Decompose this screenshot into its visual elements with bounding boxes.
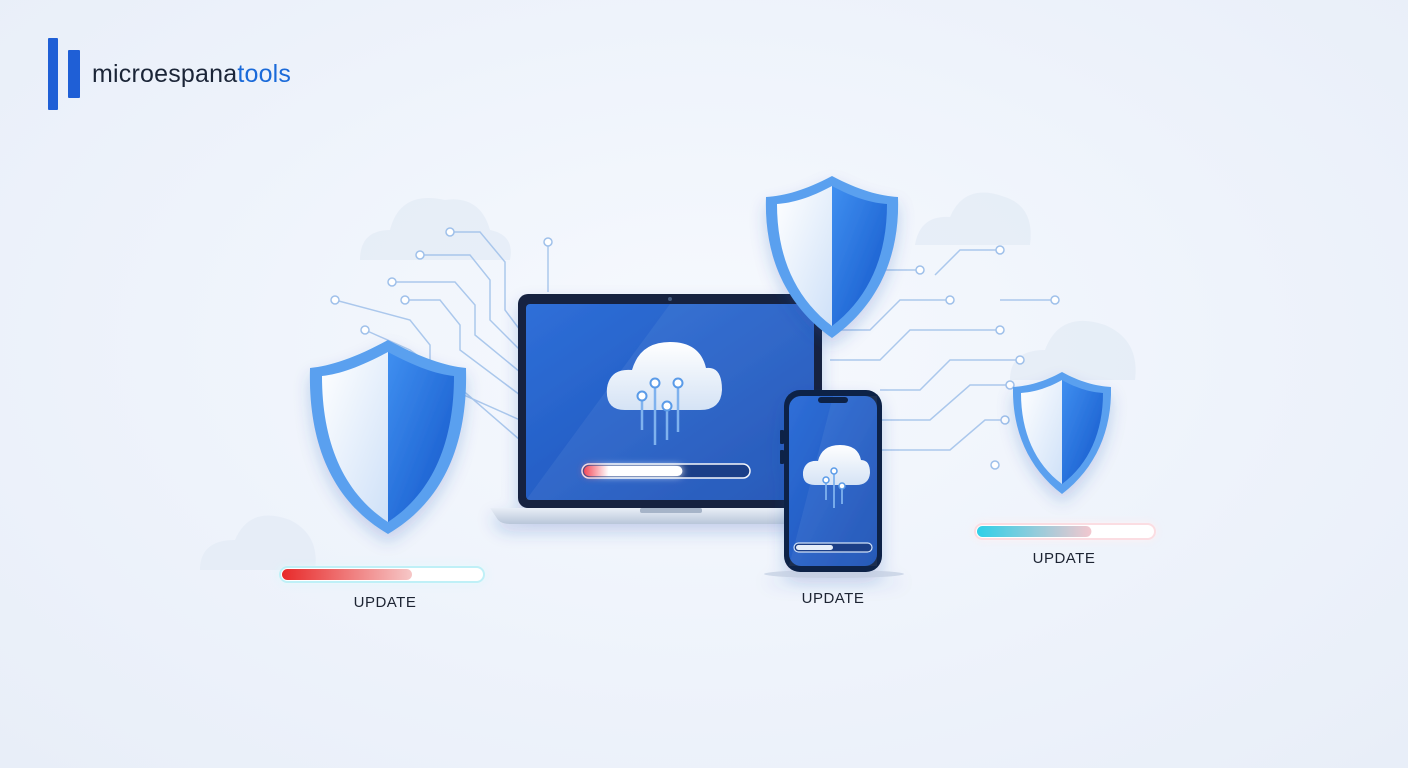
brand-name-main: microespana [92, 59, 238, 88]
phone-progress-bar [793, 542, 873, 553]
update-label-left: UPDATE [353, 594, 417, 611]
brand-logo: microespanatools [48, 38, 291, 110]
circuit-lines-icon [334, 231, 1055, 451]
brand-name: microespanatools [92, 60, 291, 89]
shield-icon [765, 176, 899, 338]
phone-cloud-circuit-icon [802, 445, 870, 508]
update-label-center: UPDATE [801, 590, 865, 607]
circuit-nodes [330, 227, 1060, 470]
brand-name-accent: tools [237, 59, 292, 88]
cloud-circuit-icon [606, 342, 722, 445]
shield-icon [309, 340, 467, 534]
shield-icon [1012, 372, 1112, 494]
background-clouds [200, 192, 1136, 570]
update-progress-bar-right [974, 523, 1156, 540]
update-progress-bar-left [279, 566, 485, 583]
logo-bars-icon [48, 38, 84, 110]
laptop-progress-bar [581, 463, 751, 479]
update-label-right: UPDATE [1032, 550, 1096, 567]
